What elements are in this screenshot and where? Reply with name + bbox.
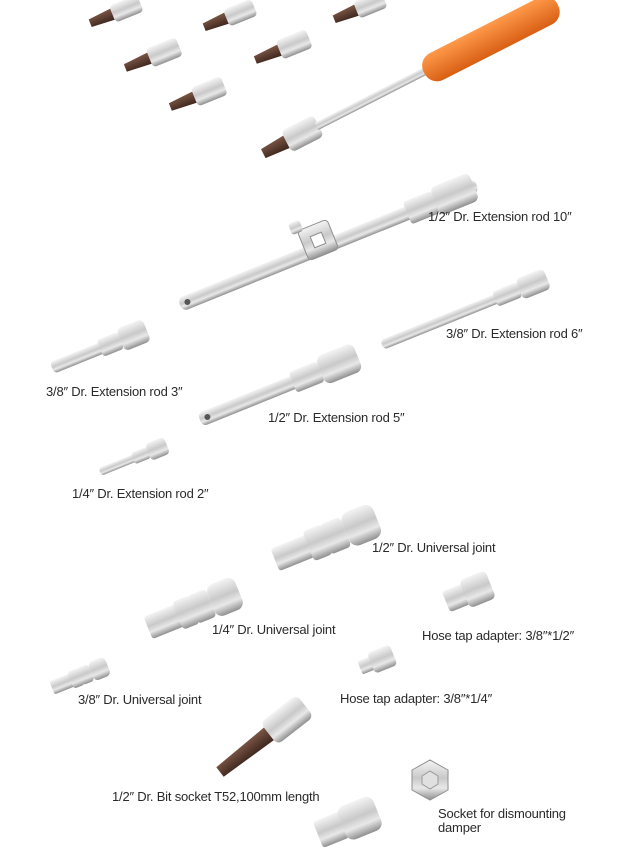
bit-driver — [260, 0, 560, 159]
label-extension-rod-5: 1/2″ Dr. Extension rod 5″ — [268, 410, 405, 425]
universal-joint-1-4 — [144, 577, 243, 639]
bit-socket-t52 — [216, 696, 312, 777]
bit-sockets-group — [88, 0, 387, 111]
bit-socket — [332, 0, 387, 23]
label-dismounting-damper: Socket for dismounting damper — [438, 806, 566, 835]
label-universal-joint-3-8: 3/8″ Dr. Universal joint — [78, 692, 202, 707]
bit-socket — [123, 38, 182, 72]
label-hose-tap-adapter-3-8-1-2: Hose tap adapter: 3/8″*1/2″ — [422, 628, 574, 643]
label-bit-socket-t52: 1/2″ Dr. Bit socket T52,100mm length — [112, 789, 320, 804]
label-universal-joint-1-2: 1/2″ Dr. Universal joint — [372, 540, 496, 555]
hose-tap-adapter-3-8-1-4 — [357, 645, 397, 674]
bit-socket — [168, 77, 227, 111]
bit-socket — [88, 0, 143, 27]
extension-rod-5 — [198, 344, 362, 425]
label-extension-rod-10: 1/2″ Dr. Extension rod 10″ — [428, 209, 572, 224]
extension-rod-3 — [50, 320, 150, 373]
universal-joint-3-8 — [49, 657, 110, 694]
extension-rod-2 — [99, 437, 169, 475]
universal-joint-1-2 — [271, 504, 382, 571]
label-hose-tap-adapter-3-8-1-4: Hose tap adapter: 3/8″*1/4″ — [340, 691, 492, 706]
t-bar-slider — [288, 219, 339, 261]
bottom-socket — [313, 796, 382, 848]
label-extension-rod-2: 1/4″ Dr. Extension rod 2″ — [72, 486, 209, 501]
extension-rod-6 — [381, 269, 550, 349]
label-extension-rod-3: 3/8″ Dr. Extension rod 3″ — [46, 384, 183, 399]
bit-socket — [253, 30, 312, 64]
label-universal-joint-1-4: 1/4″ Dr. Universal joint — [212, 622, 336, 637]
label-extension-rod-6: 3/8″ Dr. Extension rod 6″ — [446, 326, 583, 341]
dismounting-damper-socket — [411, 759, 449, 801]
bit-socket — [202, 0, 257, 31]
hose-tap-adapter-3-8-1-2 — [442, 571, 495, 612]
